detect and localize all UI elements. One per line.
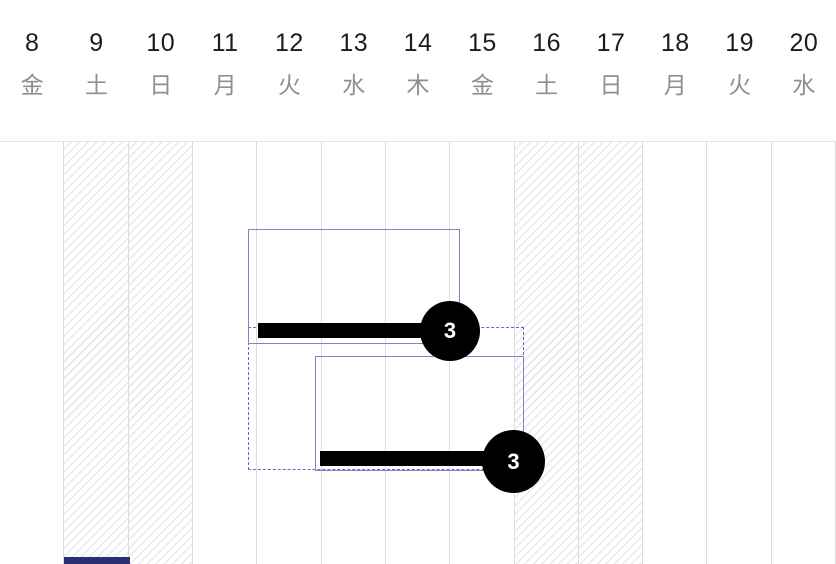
weekend-column — [514, 142, 579, 564]
weekday-label: 土 — [84, 72, 108, 98]
day-columns — [0, 142, 836, 564]
day-number: 15 — [467, 29, 497, 57]
weekday-label: 火 — [728, 72, 752, 98]
day-header-17: 17 日 — [579, 0, 643, 141]
day-header-15: 15 金 — [450, 0, 514, 141]
day-header-10: 10 日 — [129, 0, 193, 141]
day-column — [0, 142, 65, 564]
task-progress-bar-2 — [320, 451, 512, 466]
weekend-column — [578, 142, 644, 564]
day-header-20: 20 水 — [772, 0, 836, 141]
day-number: 18 — [660, 29, 690, 57]
weekday-label: 水 — [342, 72, 366, 98]
day-column — [322, 142, 386, 564]
day-column — [643, 142, 708, 564]
day-header-18: 18 月 — [643, 0, 707, 141]
weekday-label: 日 — [149, 72, 173, 98]
weekday-label: 月 — [663, 72, 687, 98]
day-column — [257, 142, 322, 564]
day-header-19: 19 火 — [707, 0, 771, 141]
day-column — [450, 142, 515, 564]
weekend-column — [128, 142, 193, 564]
task-progress-bar-1 — [258, 323, 448, 338]
weekday-label: 金 — [20, 72, 44, 98]
task-bar-outline-2[interactable] — [315, 356, 524, 471]
day-number: 13 — [339, 29, 369, 57]
day-column — [772, 142, 836, 564]
day-number: 14 — [403, 29, 433, 57]
weekday-label: 月 — [213, 72, 237, 98]
weekday-label: 土 — [535, 72, 559, 98]
day-number: 12 — [275, 29, 304, 57]
day-number: 20 — [789, 29, 819, 57]
day-number: 11 — [211, 29, 239, 57]
task-bar-outline-1[interactable] — [248, 229, 460, 344]
partial-task-bar[interactable] — [64, 557, 130, 564]
weekend-column — [64, 142, 129, 564]
day-number: 19 — [725, 29, 754, 57]
day-number: 8 — [24, 29, 40, 57]
day-header-12: 12 火 — [257, 0, 321, 141]
day-column — [707, 142, 772, 564]
weekday-label: 日 — [599, 72, 623, 98]
day-header-14: 14 木 — [386, 0, 450, 141]
weekday-label: 火 — [277, 72, 301, 98]
day-number: 16 — [532, 29, 562, 57]
weekday-label: 木 — [406, 72, 430, 98]
weekday-label: 金 — [470, 72, 494, 98]
day-number: 10 — [146, 29, 176, 57]
day-number: 9 — [89, 29, 104, 57]
gantt-grid: 3 3 — [0, 141, 836, 564]
task-badge-1[interactable]: 3 — [420, 301, 480, 361]
day-header-11: 11 月 — [193, 0, 257, 141]
day-header-13: 13 水 — [322, 0, 386, 141]
day-header-16: 16 土 — [515, 0, 579, 141]
day-number: 17 — [596, 29, 626, 57]
task-badge-2[interactable]: 3 — [482, 430, 545, 493]
day-column — [193, 142, 258, 564]
weekday-label: 水 — [792, 72, 816, 98]
